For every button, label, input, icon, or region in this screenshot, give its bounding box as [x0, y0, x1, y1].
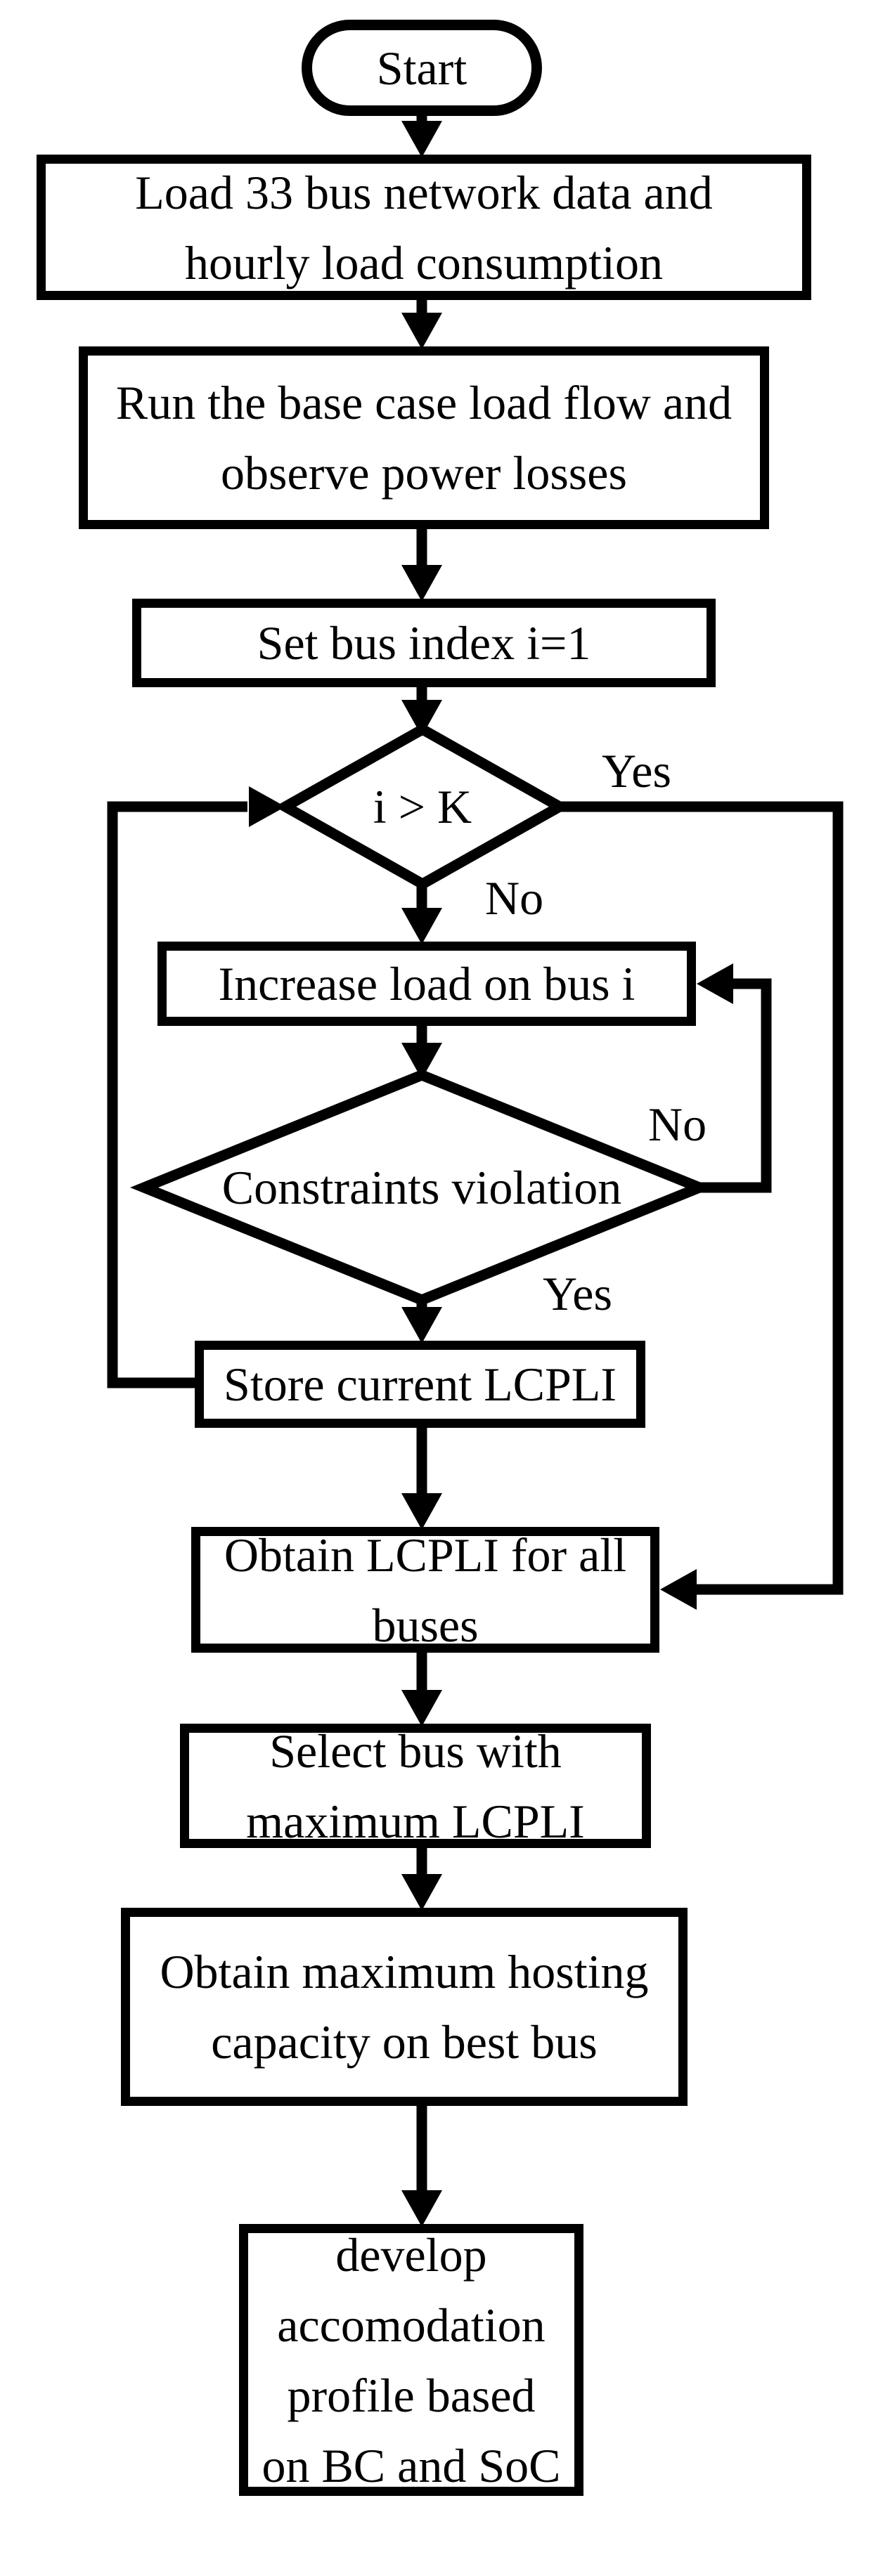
node-store-current-lcpli: Store current LCPLI [195, 1341, 645, 1428]
node-develop-accommodation-profile-line2: accomodation [277, 2298, 546, 2352]
node-run-base-case: Run the base case load flow and observe … [79, 346, 769, 529]
node-run-base-case-line2: observe power losses [221, 446, 627, 500]
node-develop-accommodation-profile-line3: profile based [287, 2368, 536, 2422]
node-develop-accommodation-profile-line1: develop [335, 2227, 487, 2282]
node-load-network-data-line2: hourly load consumption [185, 235, 663, 290]
node-increase-load-label: Increase load on bus i [218, 957, 635, 1010]
node-start: Start [302, 20, 542, 116]
node-constraints-violation-label: Constraints violation [221, 1161, 622, 1214]
node-obtain-max-hosting: Obtain maximum hosting capacity on best … [121, 1908, 688, 2106]
node-obtain-lcpli-all-buses-line1: Obtain LCPLI for all [224, 1528, 627, 1582]
loop-store-to-check-index [107, 801, 247, 1388]
node-run-base-case-line1: Run the base case load flow and [115, 376, 733, 429]
node-check-bus-index: i > K [317, 772, 528, 842]
node-set-bus-index-label: Set bus index i=1 [257, 616, 591, 670]
edge-label-check-index-no: No [485, 871, 544, 925]
node-select-bus-max-lcpli-line2: maximum LCPLI [246, 1794, 585, 1848]
node-obtain-max-hosting-line2: capacity on best bus [211, 2015, 598, 2069]
node-set-bus-index: Set bus index i=1 [132, 599, 716, 687]
arrowheads [249, 121, 733, 2227]
edge-label-constraints-no: No [648, 1098, 707, 1151]
node-select-bus-max-lcpli: Select bus with maximum LCPLI [180, 1724, 651, 1848]
node-select-bus-max-lcpli-line1: Select bus with [269, 1724, 562, 1778]
loop-no-violation-to-increase-load [692, 978, 772, 1193]
node-develop-accommodation-profile-line4: on BC and SoC [262, 2438, 561, 2492]
node-load-network-data: Load 33 bus network data and hourly load… [37, 155, 811, 300]
edge-label-constraints-yes: Yes [543, 1267, 612, 1320]
node-obtain-lcpli-all-buses: Obtain LCPLI for all buses [191, 1527, 659, 1653]
loop-yes-to-obtain-lcpli [553, 801, 844, 1595]
node-obtain-lcpli-all-buses-line2: buses [372, 1598, 479, 1652]
node-check-bus-index-label: i > K [373, 780, 472, 833]
node-store-current-lcpli-label: Store current LCPLI [224, 1358, 617, 1411]
decision-constraints-violation-shape [130, 1069, 714, 1306]
node-develop-accommodation-profile: develop accomodation profile based on BC… [239, 2224, 583, 2496]
node-increase-load: Increase load on bus i [157, 942, 696, 1026]
node-start-label: Start [376, 41, 467, 95]
edge-label-check-index-yes: Yes [602, 744, 671, 798]
node-obtain-max-hosting-line1: Obtain maximum hosting [160, 1945, 649, 1998]
node-load-network-data-line1: Load 33 bus network data and [135, 165, 713, 219]
node-constraints-violation: Constraints violation [211, 1152, 633, 1223]
decision-check-bus-index-shape [274, 723, 571, 890]
